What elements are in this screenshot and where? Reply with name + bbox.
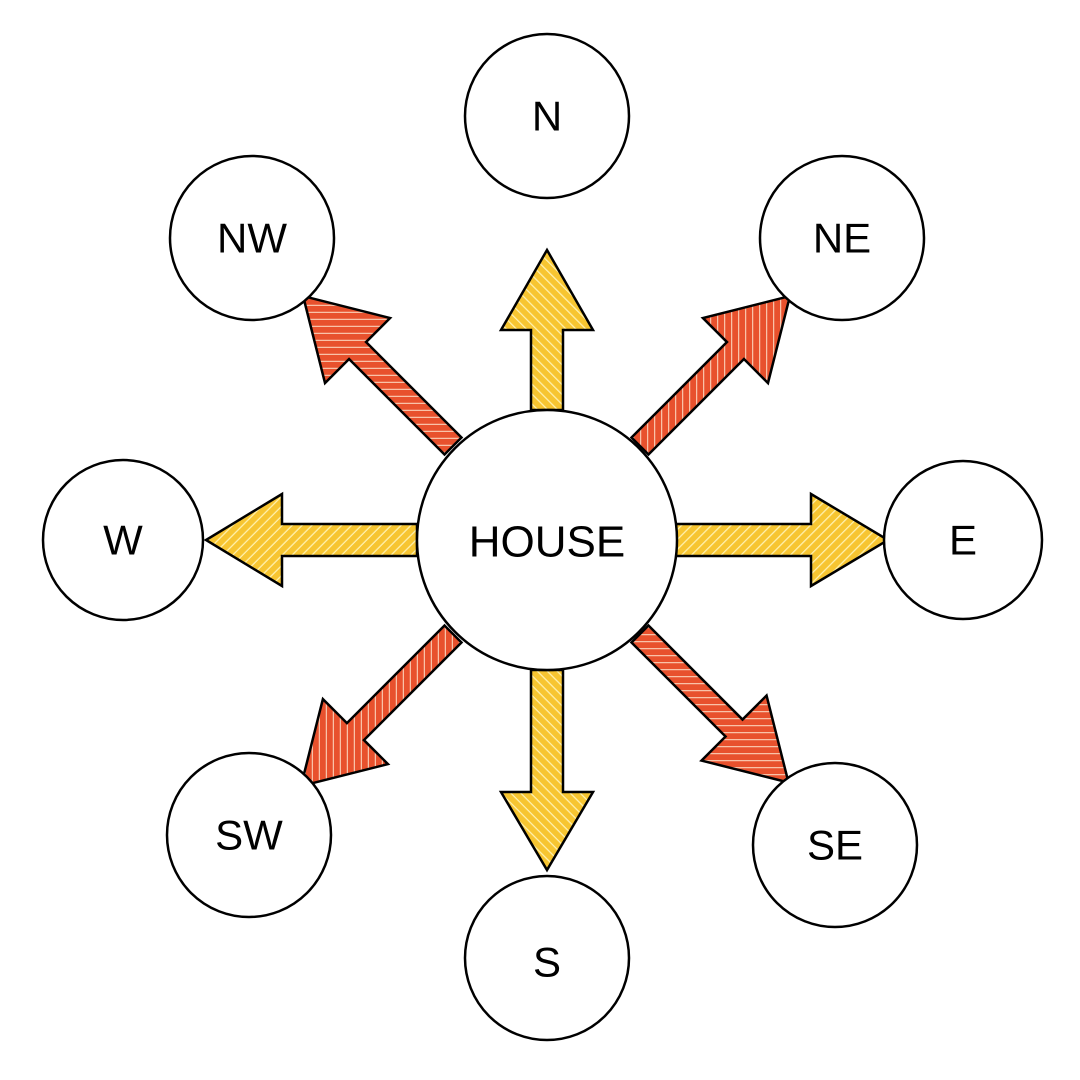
- direction-node-n: N: [463, 32, 631, 200]
- arrow-e: [674, 491, 891, 589]
- direction-label-se: SE: [807, 822, 863, 869]
- direction-label-s: S: [533, 939, 561, 986]
- direction-node-sw: SW: [165, 751, 333, 919]
- arrow-s: [498, 668, 596, 873]
- direction-node-s: S: [463, 874, 631, 1042]
- direction-node-e: E: [882, 459, 1044, 621]
- direction-label-ne: NE: [813, 215, 871, 262]
- direction-label-e: E: [949, 517, 977, 564]
- arrow-w: [203, 491, 419, 589]
- direction-label-sw: SW: [215, 812, 283, 859]
- arrow-ne: [629, 294, 792, 457]
- arrow-sw: [299, 623, 464, 788]
- arrow-se: [629, 623, 791, 785]
- direction-arrows: [203, 247, 891, 873]
- direction-node-se: SE: [751, 761, 919, 929]
- direction-node-w: W: [41, 458, 205, 622]
- center-node: HOUSE: [415, 408, 679, 672]
- direction-node-nw: NW: [168, 154, 336, 322]
- direction-label-n: N: [532, 93, 562, 140]
- direction-node-ne: NE: [758, 154, 926, 322]
- center-label: HOUSE: [469, 518, 625, 567]
- arrow-n: [498, 247, 596, 412]
- direction-label-w: W: [103, 517, 143, 564]
- direction-label-nw: NW: [217, 215, 287, 262]
- arrow-nw: [301, 294, 464, 457]
